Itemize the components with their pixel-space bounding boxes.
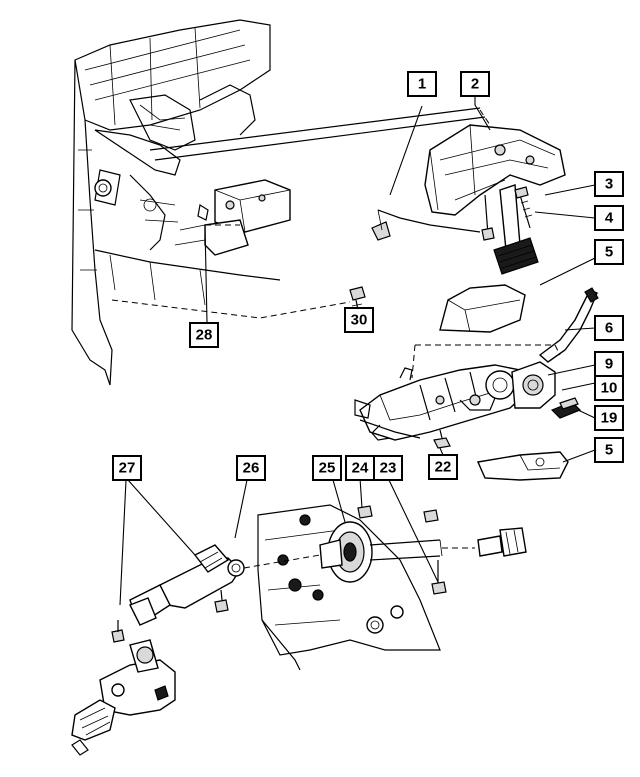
callout-28: 28 <box>189 322 219 348</box>
callout-24-label: 24 <box>352 460 369 477</box>
callout-3: 3 <box>594 171 624 197</box>
steering-column-assembly <box>354 344 561 441</box>
callout-25: 25 <box>312 455 342 481</box>
bolt-4 <box>514 186 533 229</box>
nut-22 <box>433 429 451 449</box>
callout-2: 2 <box>460 71 490 97</box>
callout-1-label: 1 <box>418 76 426 93</box>
switch-19 <box>550 397 582 419</box>
callout-10: 10 <box>594 375 624 401</box>
rod-part <box>371 209 481 241</box>
callout-5-lower-label: 5 <box>605 442 613 459</box>
callout-30: 30 <box>344 307 374 333</box>
callout-27-label: 27 <box>119 460 136 477</box>
callout-28-label: 28 <box>196 327 213 344</box>
multifunction-lever <box>538 287 599 363</box>
callout-9-label: 9 <box>605 356 613 373</box>
callout-19: 19 <box>594 405 624 431</box>
callout-27: 27 <box>112 455 142 481</box>
callout-25-label: 25 <box>319 460 336 477</box>
callout-4-label: 4 <box>605 210 614 227</box>
callout-19-label: 19 <box>601 410 618 427</box>
callout-5-upper-label: 5 <box>605 244 613 261</box>
upper-shaft-end <box>477 527 527 557</box>
nut-24 <box>357 505 439 523</box>
callout-22-label: 22 <box>435 459 452 476</box>
bolt-23 <box>431 560 447 595</box>
dashboard-structure <box>71 19 281 386</box>
callout-30-label: 30 <box>351 312 368 329</box>
callout-9: 9 <box>594 351 624 377</box>
intermediate-shaft-boot <box>319 521 475 583</box>
callout-24: 24 <box>345 455 375 481</box>
callout-22: 22 <box>428 454 458 480</box>
callout-6-label: 6 <box>605 320 613 337</box>
callout-2-label: 2 <box>471 76 479 93</box>
callout-26-label: 26 <box>243 460 260 477</box>
callout-5-lower: 5 <box>594 437 624 463</box>
callout-1: 1 <box>407 71 437 97</box>
upper-shroud <box>439 284 526 333</box>
leader-lines <box>111 95 596 606</box>
bulkhead-panel <box>257 504 441 671</box>
callout-23-label: 23 <box>380 460 397 477</box>
callout-26: 26 <box>236 455 266 481</box>
module-bracket <box>174 179 291 256</box>
callout-23: 23 <box>373 455 403 481</box>
support-bar <box>149 107 491 161</box>
callout-5-upper: 5 <box>594 239 624 265</box>
brake-pedal-bracket <box>424 124 566 275</box>
universal-joint-shaft <box>129 544 321 626</box>
steering-gear-rack <box>71 620 176 756</box>
callout-6: 6 <box>594 315 624 341</box>
callout-3-label: 3 <box>605 176 613 193</box>
callout-10-label: 10 <box>601 380 618 397</box>
callout-4: 4 <box>594 205 624 231</box>
lower-shroud <box>476 451 569 481</box>
